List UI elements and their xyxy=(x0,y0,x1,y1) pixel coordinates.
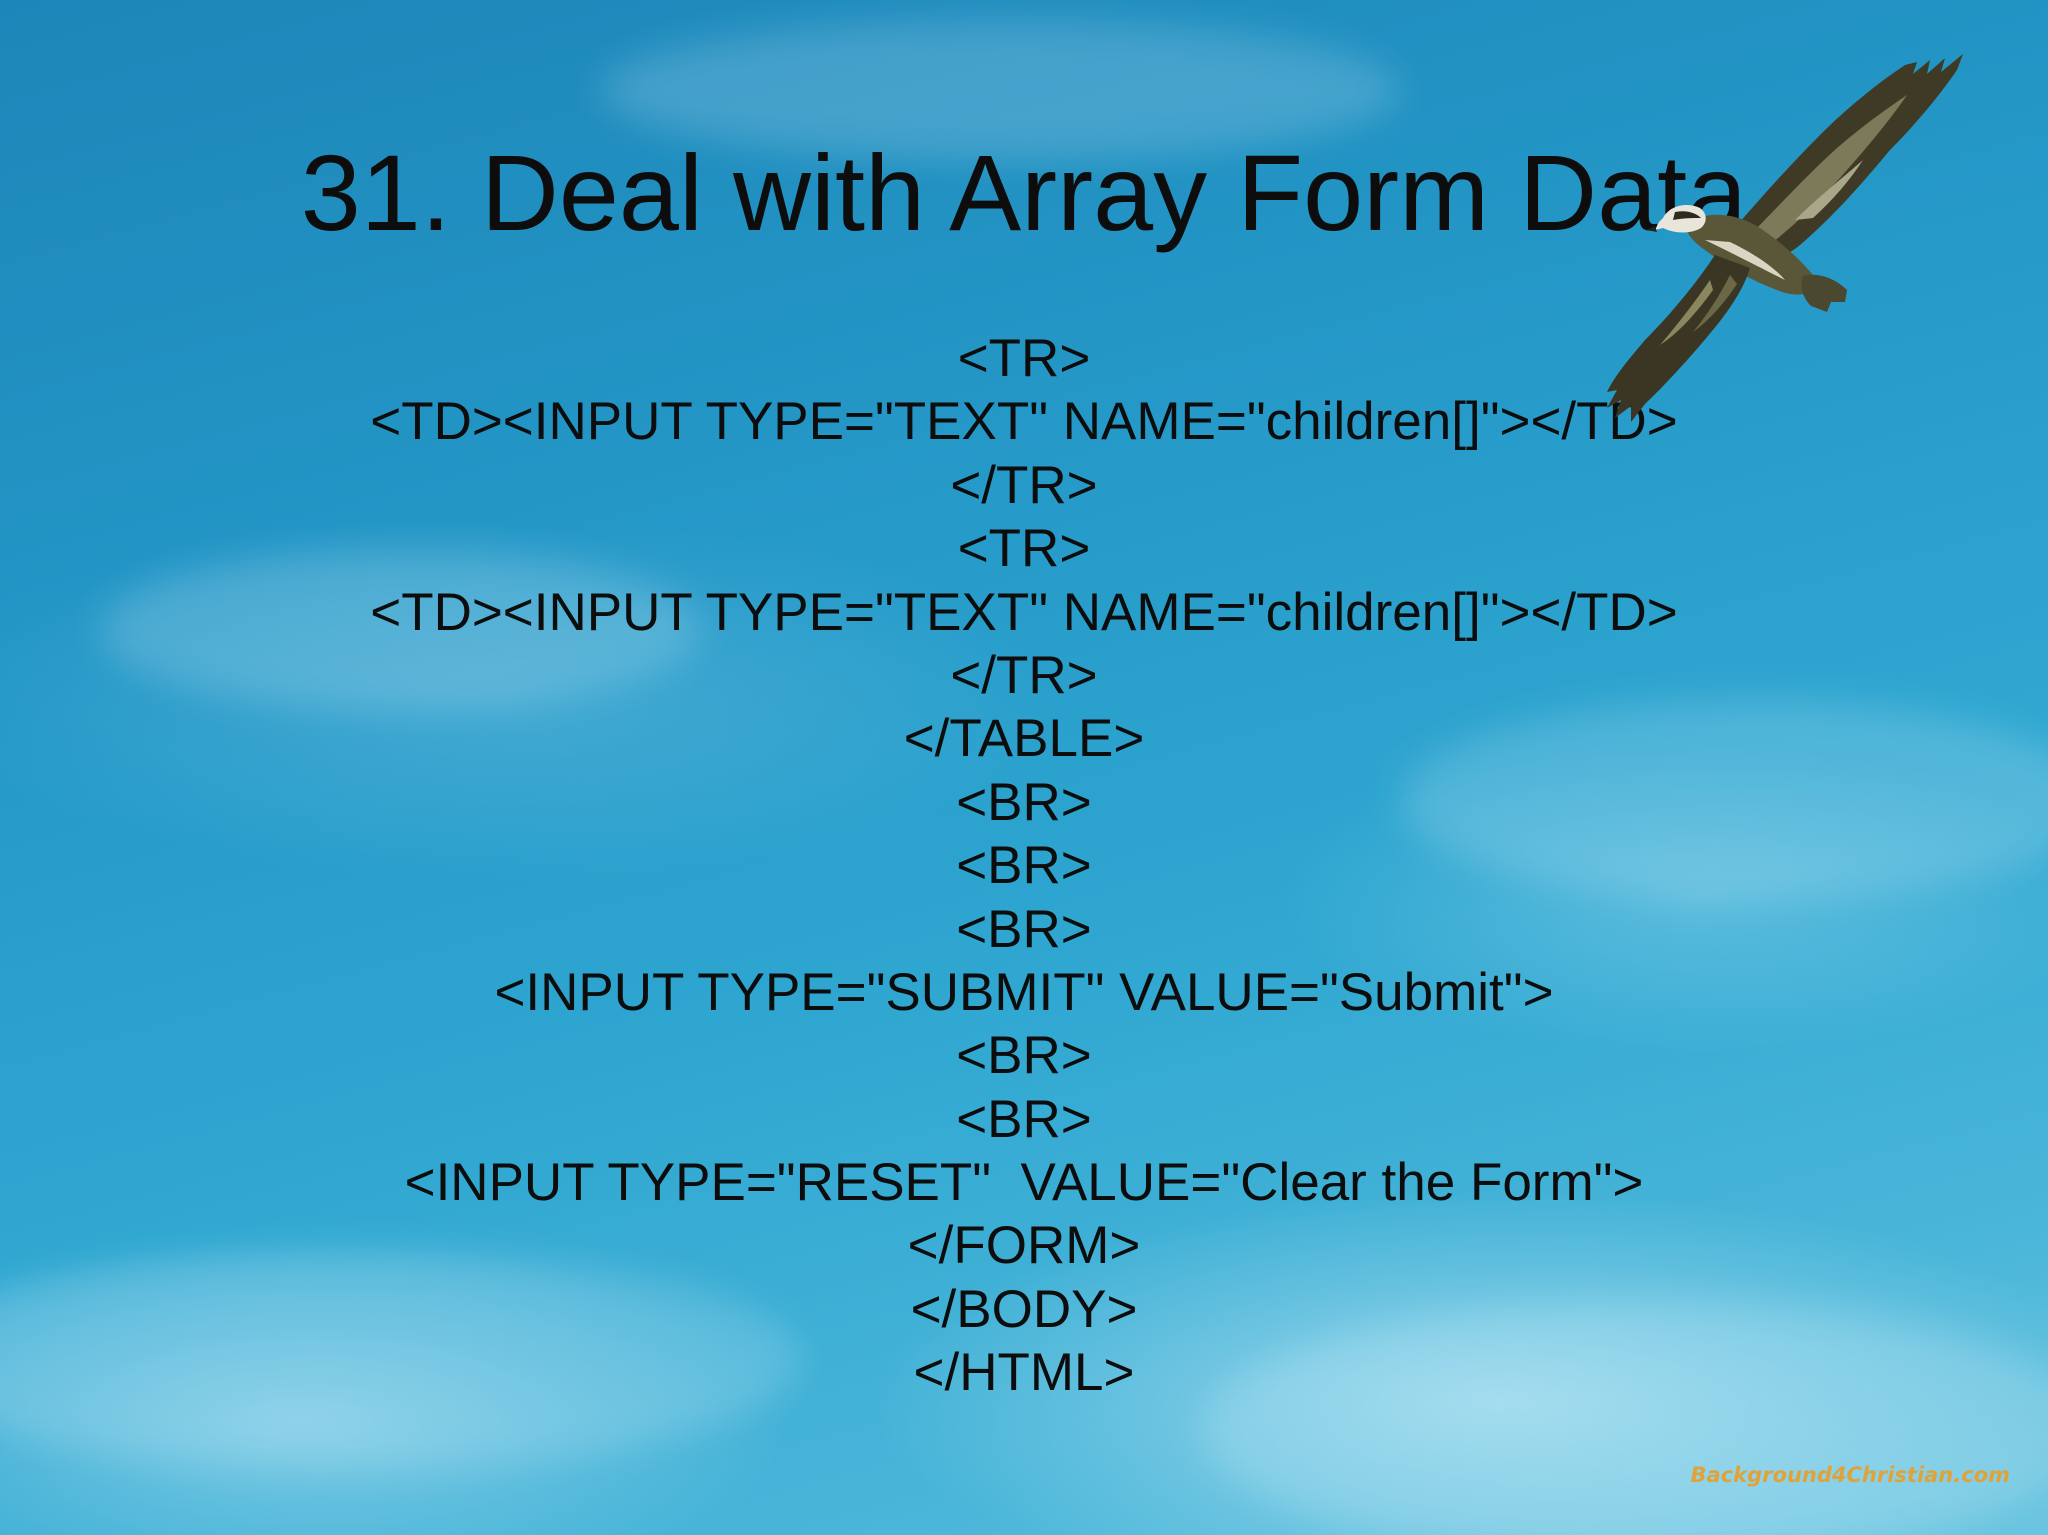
watermark: Background4Christian.com xyxy=(1690,1463,2010,1487)
code-line: </TABLE> xyxy=(903,709,1145,769)
osprey-bird-icon xyxy=(1607,54,1963,422)
code-line: </TR> xyxy=(950,455,1098,515)
code-line: <BR> xyxy=(956,1026,1092,1086)
code-line: </BODY> xyxy=(910,1279,1138,1339)
slide-title: 31. Deal with Array Form Data xyxy=(300,132,1748,253)
code-line: </FORM> xyxy=(907,1216,1141,1276)
cloud-wisp xyxy=(1400,700,2048,900)
cloud-wisp xyxy=(0,1250,800,1470)
code-line: <BR> xyxy=(956,772,1092,832)
code-line: <INPUT TYPE="SUBMIT" VALUE="Submit"> xyxy=(494,962,1554,1022)
code-listing: <TR> <TD><INPUT TYPE="TEXT" NAME="childr… xyxy=(0,327,2048,1405)
code-line: </HTML> xyxy=(913,1343,1135,1403)
code-line: <BR> xyxy=(956,1089,1092,1149)
cloud-wisp xyxy=(1200,1300,2048,1535)
code-line: <INPUT TYPE="RESET" VALUE="Clear the For… xyxy=(404,1153,1644,1213)
code-line: <BR> xyxy=(956,899,1092,959)
cloud-wisp xyxy=(600,20,1400,160)
code-line: <TR> xyxy=(957,329,1091,388)
cloud-wisp xyxy=(100,550,700,710)
code-line: <BR> xyxy=(956,836,1092,896)
code-line: <TD><INPUT TYPE="TEXT" NAME="children[]"… xyxy=(370,582,1678,642)
code-line: <TR> xyxy=(957,519,1091,579)
code-line: <TD><INPUT TYPE="TEXT" NAME="children[]"… xyxy=(370,392,1678,452)
code-line: </TR> xyxy=(950,645,1098,705)
